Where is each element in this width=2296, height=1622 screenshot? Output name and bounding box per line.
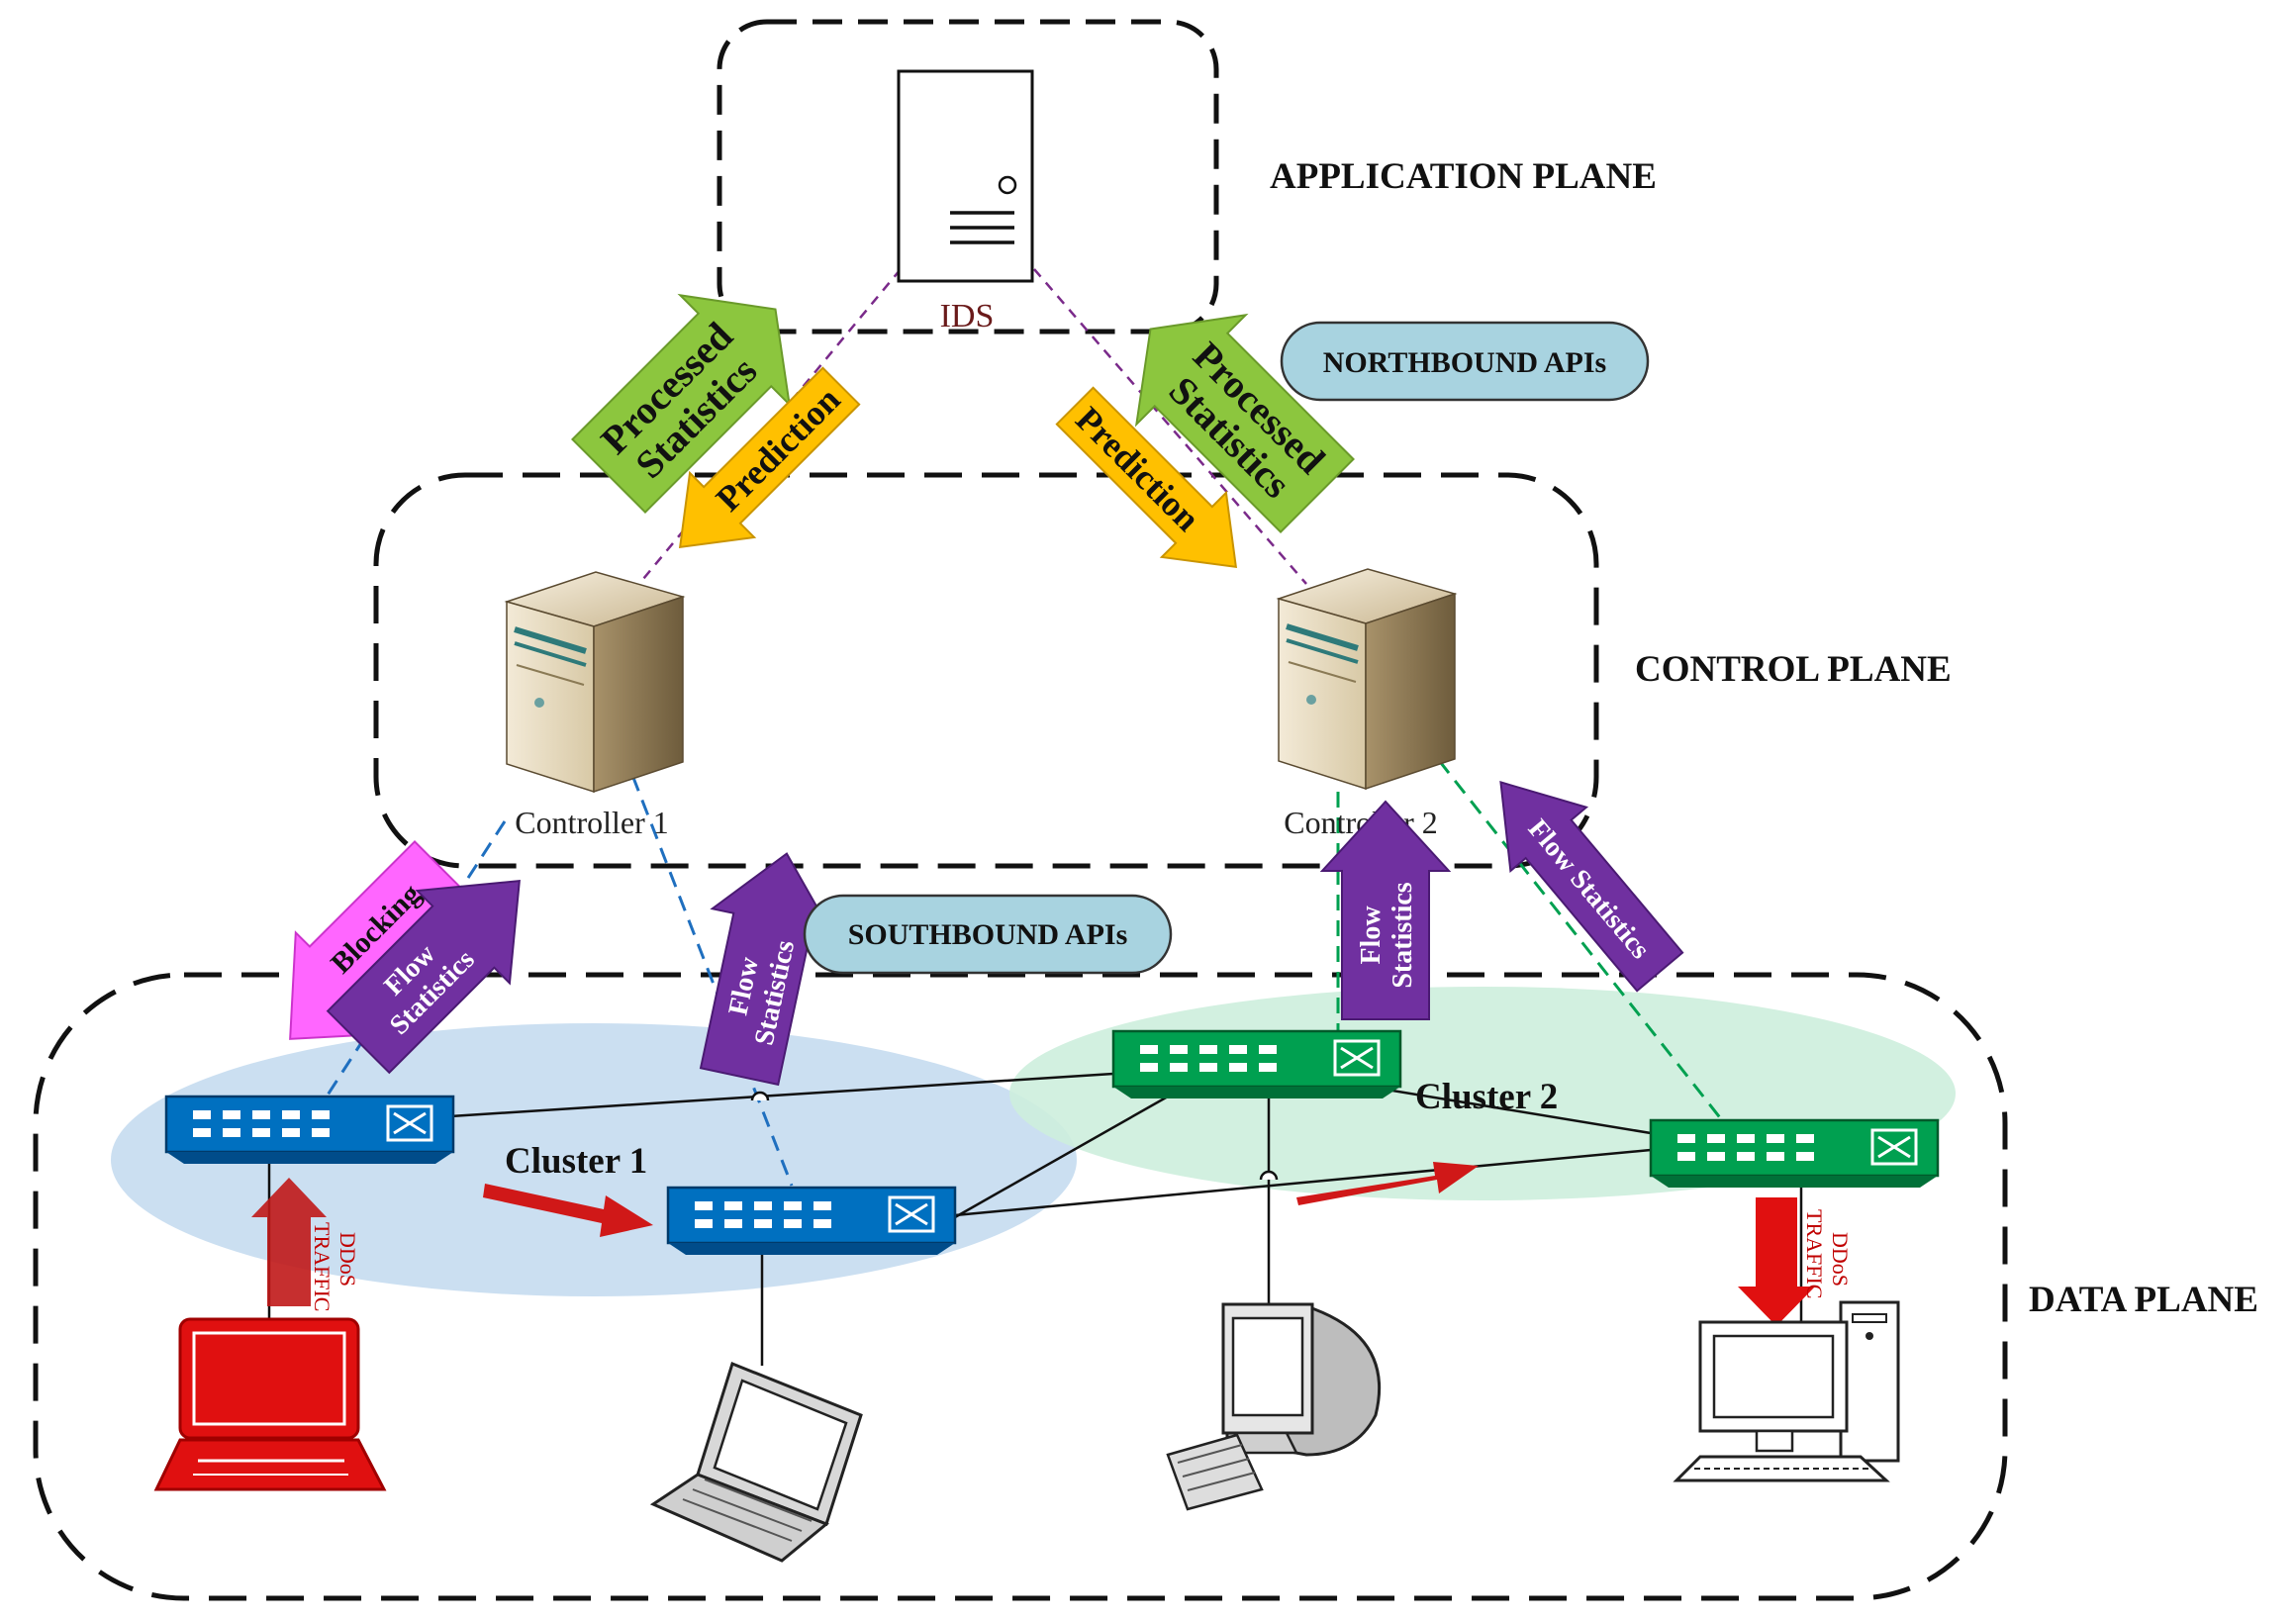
- northbound-api-label: NORTHBOUND APIs: [1323, 346, 1606, 379]
- statistics-label: Statistics: [1387, 882, 1418, 988]
- link-switch1-switch3: [449, 1072, 1114, 1118]
- southbound-api-badge: [803, 894, 1173, 975]
- link-switch2-switch4: [954, 1148, 1652, 1217]
- ddos-label-right-2: TRAFFIC: [1802, 1209, 1827, 1298]
- data-plane-boundary: [33, 972, 2008, 1601]
- application-plane-boundary: [717, 19, 1219, 334]
- ids-server-icon: [897, 69, 1034, 283]
- southbound-api-label: SOUTHBOUND APIs: [848, 918, 1128, 951]
- switch-3-icon: [1111, 1029, 1402, 1098]
- line-hop: [1259, 1170, 1279, 1181]
- victim-desktop-icon: [1673, 1300, 1900, 1482]
- flow-statistics-arrow-2: Flow Statistics: [699, 852, 835, 1087]
- ddos-label-left-2: TRAFFIC: [310, 1222, 335, 1311]
- cluster-1-label: Cluster 1: [505, 1141, 647, 1182]
- processed-statistics-arrow-right: Processed Statistics: [1134, 313, 1355, 533]
- control-plane-label: CONTROL PLANE: [1635, 649, 1952, 690]
- data-plane-label: DATA PLANE: [2029, 1280, 2258, 1320]
- northbound-api-badge: [1280, 321, 1650, 402]
- flow-statistics-arrow-1: Flow Statistics: [326, 880, 521, 1075]
- attacker-laptop-icon: [153, 1317, 387, 1491]
- switch-1-icon: [164, 1095, 455, 1164]
- link-ids-controller2: [1033, 268, 1307, 585]
- cluster-2-label: Cluster 2: [1415, 1077, 1558, 1117]
- flow-label: Flow: [1356, 906, 1387, 965]
- ddos-traffic-arrow-out: [1738, 1197, 1815, 1326]
- ddos-flow-arrow-2: [1296, 1162, 1479, 1205]
- ddos-label-right-1: DDoS: [1828, 1232, 1853, 1287]
- switch-2-icon: [666, 1186, 957, 1255]
- control-plane-boundary: [373, 472, 1599, 869]
- controller2-server-icon: [1276, 568, 1458, 791]
- link-switch2-switch3: [954, 1095, 1169, 1219]
- ddos-traffic-arrow-in: [251, 1178, 327, 1306]
- laptop-icon: [649, 1362, 863, 1563]
- ids-label: IDS: [940, 298, 995, 334]
- link-controller2-switch4: [1421, 739, 1724, 1121]
- ddos-flow-arrow-1: [483, 1184, 653, 1237]
- line-hop: [750, 1091, 770, 1101]
- ddos-label-left-1: DDoS: [335, 1232, 360, 1287]
- link-switch3-switch4: [1380, 1087, 1652, 1135]
- crt-desktop-icon: [1166, 1302, 1382, 1511]
- switch-4-icon: [1649, 1118, 1940, 1188]
- controller1-label: Controller 1: [515, 805, 669, 840]
- flow-statistics-arrow-3: Flow Statistics: [1319, 800, 1452, 1020]
- link-controller1-switch2: [622, 751, 794, 1187]
- controller1-server-icon: [504, 571, 686, 794]
- flow-statistics-arrow-4: Flow Statistics: [1499, 781, 1684, 993]
- application-plane-label: APPLICATION PLANE: [1270, 156, 1657, 197]
